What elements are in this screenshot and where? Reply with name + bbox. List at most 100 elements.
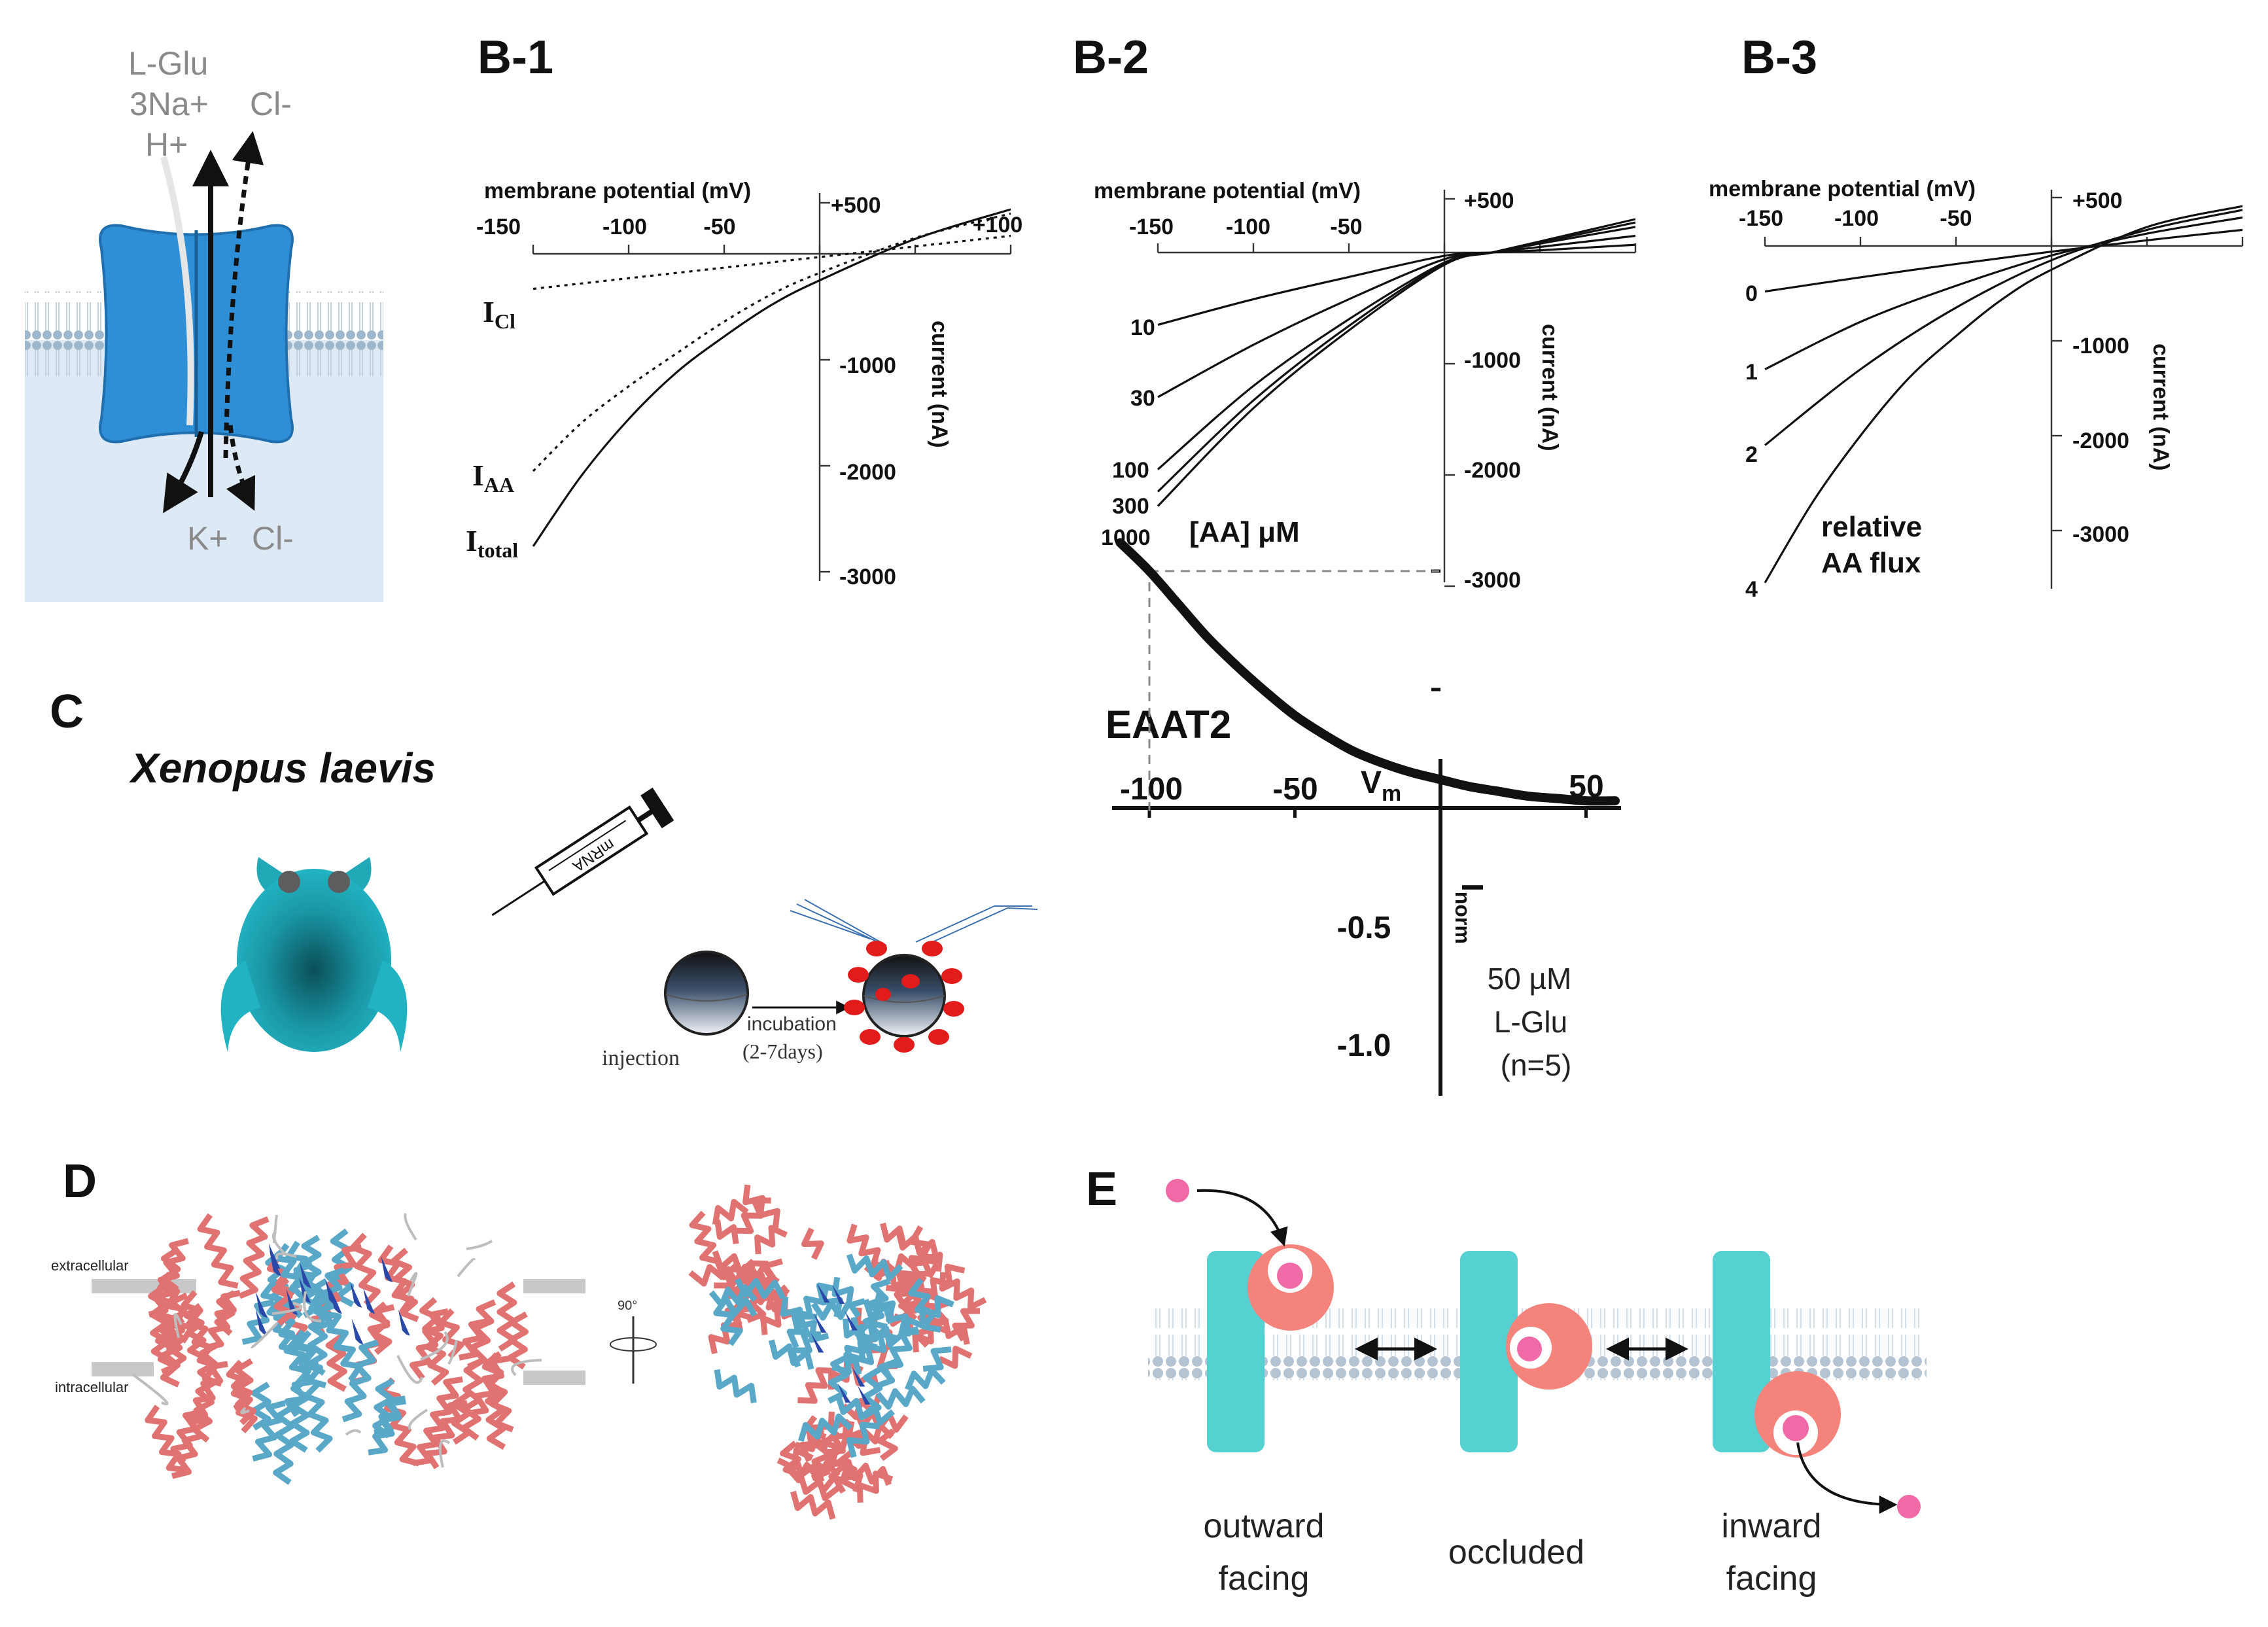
helix-ribbon xyxy=(238,1216,270,1299)
loop-coil xyxy=(404,1213,417,1241)
beta-sheet xyxy=(268,1243,281,1270)
state-1-line1: outward xyxy=(1204,1507,1325,1545)
series-line-2 xyxy=(1764,209,2243,446)
helix-ribbon xyxy=(252,1400,286,1462)
helix-ribbon xyxy=(458,1318,489,1361)
helix-ribbon xyxy=(942,1318,970,1345)
panel-b1-label: B-1 xyxy=(478,31,553,84)
panel-e: E outward facing xyxy=(1086,1163,1927,1598)
helix-ribbon xyxy=(896,1230,939,1259)
loop-coil xyxy=(173,1313,183,1338)
b2-x-tick-neg100: -100 xyxy=(1226,215,1270,239)
red-dot xyxy=(941,968,962,984)
helix-ribbon xyxy=(203,1289,241,1351)
b3-x-tick-neg50: -50 xyxy=(1940,206,1972,231)
loop-coil xyxy=(408,1408,428,1431)
helix-ribbon xyxy=(768,1339,814,1370)
series-line-icl xyxy=(532,234,1011,290)
b1-axes xyxy=(532,193,1012,581)
rotation-icon xyxy=(610,1316,657,1384)
membrane-marker-top-left xyxy=(92,1279,196,1293)
b2-y-tick-neg2000: -2000 xyxy=(1464,458,1521,483)
b1-label-itotal-sub: total xyxy=(478,538,518,562)
b2-x-tick-neg50: -50 xyxy=(1330,215,1362,239)
helix-ribbon xyxy=(425,1400,468,1469)
helix-ribbon xyxy=(723,1297,758,1318)
helix-ribbon xyxy=(754,1225,788,1255)
red-dot xyxy=(875,988,891,1001)
frog-left-eye xyxy=(278,871,300,893)
series-line-1 xyxy=(1764,216,2243,370)
series-line-10 xyxy=(1157,243,1636,326)
b3-flux-1: 1 xyxy=(1745,360,1758,385)
helix-ribbon xyxy=(828,1447,864,1493)
panel-b2-label: B-2 xyxy=(1073,31,1149,84)
eaat2-x-axis-name: Vm xyxy=(1361,765,1401,806)
protein-top-view xyxy=(688,1184,987,1520)
red-dot xyxy=(894,1037,915,1053)
state-3-line2: facing xyxy=(1726,1560,1817,1598)
helix-ribbon xyxy=(714,1260,758,1284)
b1-y-tick-pos500: +500 xyxy=(831,193,881,218)
loop-coil xyxy=(273,1214,278,1244)
eaat2-note-2: L-Glu xyxy=(1494,1005,1567,1039)
b2-conc-30: 30 xyxy=(1130,386,1155,411)
cl-influx-arrow xyxy=(226,425,256,511)
eaat2-note-1: 50 µM xyxy=(1488,962,1572,996)
helix-ribbon xyxy=(689,1210,720,1265)
frog-right-horn xyxy=(340,857,372,895)
rotation-ellipse xyxy=(610,1337,657,1352)
b2-y-tick-pos500: +500 xyxy=(1464,188,1514,213)
extracellular-label: extracellular xyxy=(51,1257,129,1274)
oocyte-injected xyxy=(664,951,749,1036)
helix-ribbon xyxy=(712,1198,749,1225)
loop-coil xyxy=(447,1339,458,1365)
loop-coil xyxy=(466,1240,493,1250)
helix-ribbon xyxy=(349,1233,381,1306)
beta-sheet xyxy=(255,1291,268,1318)
b3-flux-2: 2 xyxy=(1745,442,1758,467)
syringe-rod xyxy=(637,809,654,823)
substrate xyxy=(1517,1337,1542,1361)
helix-ribbon xyxy=(713,1297,743,1346)
b1-y-tick-neg1000: -1000 xyxy=(839,353,896,378)
incubation-label: incubation xyxy=(747,1013,837,1035)
loop-coil xyxy=(131,1373,169,1406)
eaat2-curves xyxy=(1115,538,1620,806)
red-dot xyxy=(922,941,943,956)
helix-ribbon xyxy=(801,1227,824,1260)
helix-ribbon xyxy=(797,1413,853,1442)
beta-sheet xyxy=(299,1276,311,1303)
b1-x-axis-title: membrane potential (mV) xyxy=(484,179,751,203)
substrate xyxy=(1783,1415,1809,1441)
helix-ribbon xyxy=(412,1376,463,1467)
substrate-released xyxy=(1897,1495,1921,1518)
red-dot xyxy=(860,1029,881,1045)
intracellular-label: intracellular xyxy=(55,1379,129,1395)
electrode-left-1 xyxy=(790,910,871,939)
b1-x-tick-neg150: -150 xyxy=(476,215,521,239)
series-line-300 xyxy=(1157,221,1636,493)
helix-ribbon xyxy=(844,1320,888,1365)
panel-b3-label: B-3 xyxy=(1741,31,1817,84)
b3-y-tick-neg3000: -3000 xyxy=(2072,522,2129,547)
series-line-0 xyxy=(1764,228,2243,293)
b3-y-tick-neg1000: -1000 xyxy=(2072,334,2129,359)
frog-body xyxy=(237,869,391,1052)
red-dot xyxy=(928,1029,949,1045)
beta-sheet xyxy=(351,1318,364,1345)
transporter-dots xyxy=(844,941,964,1053)
b1-x-tick-neg50: -50 xyxy=(703,215,735,239)
loop-coil xyxy=(511,1359,542,1376)
proton-path xyxy=(160,156,194,426)
helix-ribbon xyxy=(273,1405,295,1485)
b2-conc-10: 10 xyxy=(1130,315,1155,340)
b1-label-iaa-sub: AA xyxy=(484,473,514,497)
helix-ribbon xyxy=(862,1278,891,1336)
b1-label-icl: ICl xyxy=(483,295,515,333)
helix-ribbon xyxy=(191,1342,219,1443)
eaat2-y-tick-neg05: -0.5 xyxy=(1337,911,1391,945)
helix-ribbon xyxy=(874,1358,899,1390)
helix-ribbon xyxy=(790,1490,836,1520)
